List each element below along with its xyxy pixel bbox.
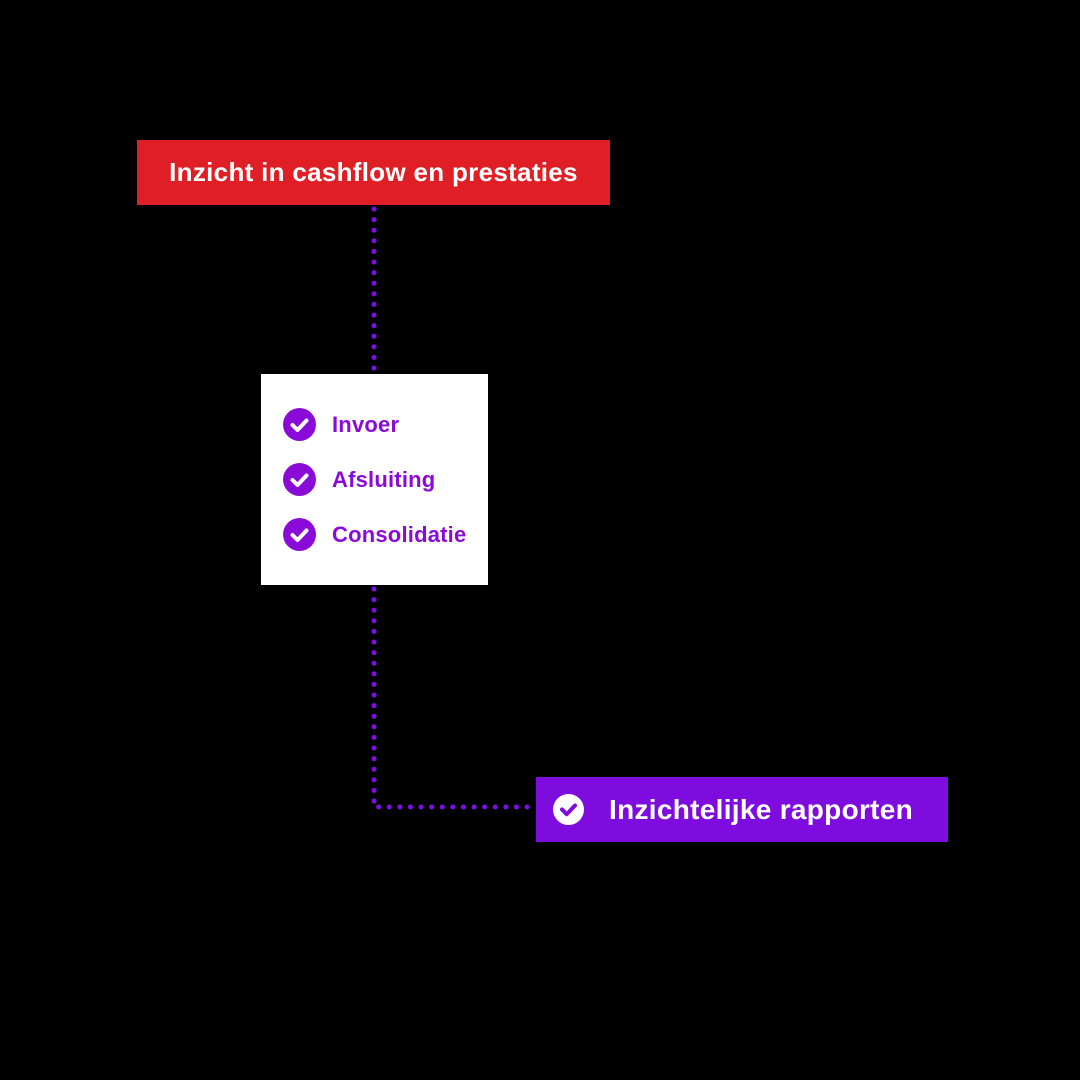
checklist-item-label: Consolidatie bbox=[332, 521, 467, 547]
checklist-item-label: Invoer bbox=[332, 411, 400, 437]
checklist-card: Invoer Afsluiting Consolidatie bbox=[261, 374, 488, 585]
top-banner-label: Inzicht in cashflow en prestaties bbox=[169, 157, 578, 187]
check-icon bbox=[553, 794, 584, 825]
top-banner: Inzicht in cashflow en prestaties bbox=[137, 140, 610, 205]
check-icon bbox=[283, 408, 316, 441]
check-icon bbox=[283, 518, 316, 551]
checklist-item-invoer: Invoer bbox=[283, 408, 488, 441]
check-icon bbox=[283, 463, 316, 496]
connector-bottom-elbow bbox=[371, 586, 535, 810]
result-banner-label: Inzichtelijke rapporten bbox=[609, 793, 914, 825]
checklist-item-afsluiting: Afsluiting bbox=[283, 463, 488, 496]
result-banner: Inzichtelijke rapporten bbox=[536, 777, 948, 842]
checklist-item-consolidatie: Consolidatie bbox=[283, 518, 488, 551]
checklist-item-label: Afsluiting bbox=[332, 466, 436, 492]
